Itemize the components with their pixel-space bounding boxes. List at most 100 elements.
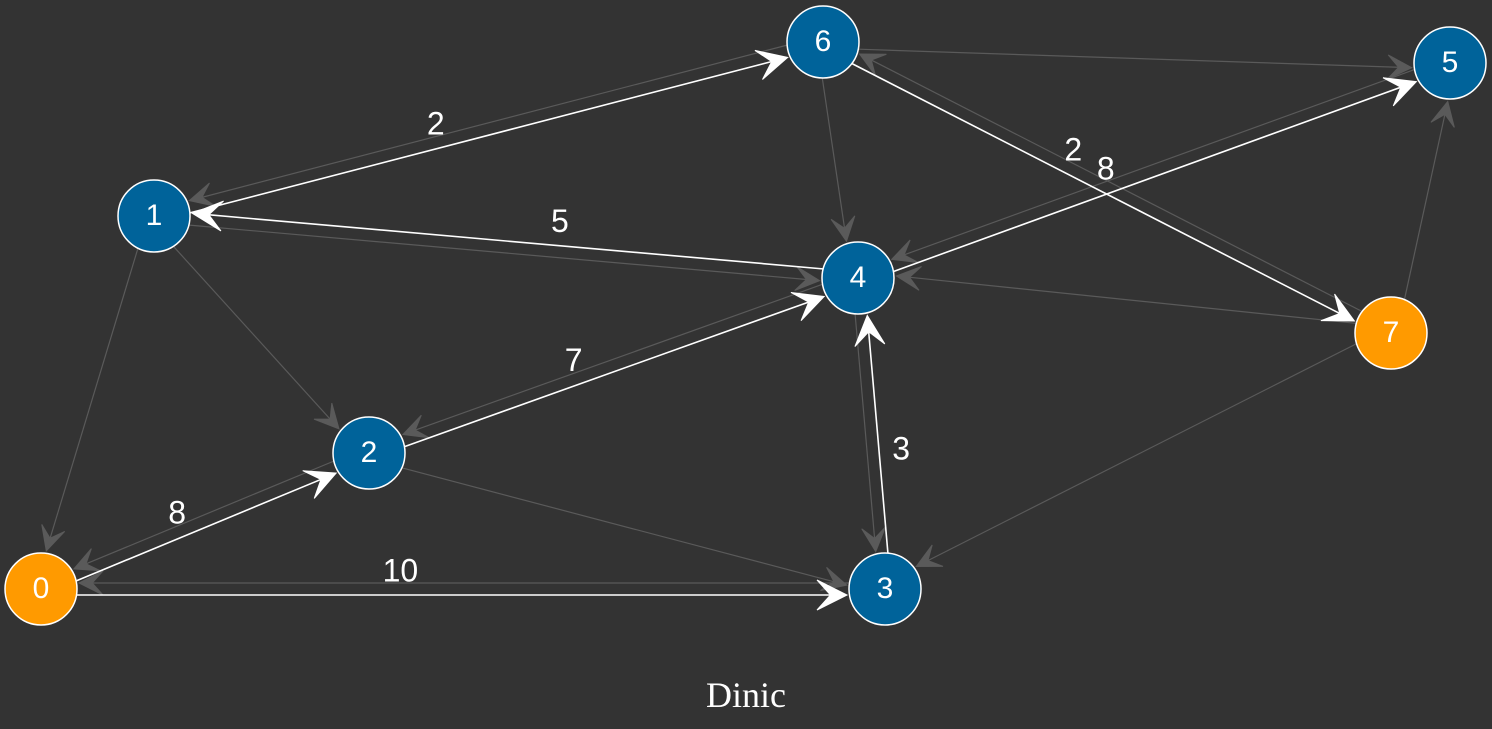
active-edges (76, 49, 1418, 611)
edge-3-to-4 (854, 314, 889, 553)
edge-line-7-5 (1403, 111, 1447, 300)
edge-4-to-2 (401, 283, 823, 439)
arrowhead-icon (861, 526, 887, 553)
arrowhead-icon (895, 265, 922, 291)
node-label-5: 5 (1442, 46, 1459, 79)
edge-1-to-0 (41, 248, 139, 552)
edge-3-to-0 (77, 570, 849, 596)
edge-line-4-5 (893, 84, 1408, 273)
edge-7-to-6 (858, 53, 1362, 312)
edge-4-to-5 (893, 77, 1418, 273)
edge-2-to-0 (72, 460, 334, 572)
edge-line-1-4 (189, 224, 810, 281)
edge-line-1-6 (190, 59, 779, 214)
arrowhead-icon (794, 266, 821, 291)
node-2[interactable]: 2 (332, 416, 406, 490)
arrowhead-icon (1430, 100, 1455, 128)
edge-4-to-1 (191, 200, 823, 270)
edge-6-to-7 (851, 63, 1356, 322)
arrowhead-icon (72, 548, 101, 572)
edge-1-to-6 (190, 49, 789, 214)
edge-line-7-4 (906, 276, 1356, 324)
node-circle-7 (1354, 296, 1428, 370)
node-7[interactable]: 7 (1354, 296, 1428, 370)
arrowhead-icon (816, 579, 849, 611)
node-1[interactable]: 1 (117, 179, 191, 253)
edge-label-4-1: 5 (551, 203, 569, 239)
edge-line-6-5 (858, 48, 1402, 68)
node-label-2: 2 (361, 436, 378, 469)
edge-6-to-4 (821, 78, 856, 243)
edge-line-6-7 (851, 63, 1346, 318)
edge-line-7-3 (924, 343, 1357, 563)
edge-line-2-3 (402, 467, 838, 584)
edge-1-to-4 (189, 224, 821, 291)
arrowhead-icon (890, 239, 919, 263)
edge-0-to-2 (76, 470, 338, 582)
edge-label-1-6: 2 (427, 106, 445, 142)
node-4[interactable]: 4 (821, 241, 895, 315)
arrowhead-icon (854, 314, 886, 347)
node-circle-5 (1413, 26, 1487, 100)
node-circle-3 (848, 552, 922, 626)
arrowhead-icon (188, 182, 216, 207)
edge-label-3-4: 3 (892, 431, 910, 467)
edge-1-to-2 (173, 246, 340, 430)
edge-7-to-5 (1403, 100, 1455, 300)
edge-label-6-7: 2 (1064, 132, 1082, 168)
edge-label-0-2: 8 (168, 495, 186, 531)
node-circle-6 (786, 5, 860, 79)
node-circle-4 (821, 241, 895, 315)
node-circle-0 (4, 552, 78, 626)
arrowhead-icon (401, 414, 430, 439)
arrowhead-icon (302, 470, 338, 499)
arrowhead-icon (915, 544, 944, 567)
edge-line-7-6 (868, 58, 1362, 312)
edge-line-2-4 (404, 299, 816, 448)
arrowhead-icon (790, 291, 826, 322)
arrowhead-icon (1320, 293, 1356, 322)
node-5[interactable]: 5 (1413, 26, 1487, 100)
edge-line-0-2 (76, 476, 328, 582)
arrowhead-icon (830, 215, 856, 243)
arrowhead-icon (754, 49, 789, 80)
edge-line-5-4 (900, 69, 1415, 257)
node-label-3: 3 (877, 572, 894, 605)
node-label-7: 7 (1383, 316, 1400, 349)
edge-line-6-1 (198, 44, 787, 199)
node-label-1: 1 (146, 199, 163, 232)
arrowhead-icon (1387, 54, 1413, 80)
arrowhead-icon (858, 53, 887, 76)
edge-line-4-2 (411, 283, 823, 432)
edge-6-to-5 (858, 48, 1413, 80)
graph-nodes: 0 1 2 3 4 5 6 7 (4, 5, 1487, 626)
edge-line-6-4 (821, 78, 846, 232)
node-0[interactable]: 0 (4, 552, 78, 626)
edge-line-1-0 (48, 248, 139, 542)
edge-0-to-3 (77, 579, 849, 611)
edge-line-4-3 (854, 314, 876, 542)
edge-6-to-1 (188, 44, 787, 207)
arrowhead-icon (191, 200, 224, 232)
edge-line-3-4 (867, 325, 889, 553)
edge-7-to-4 (895, 265, 1356, 324)
arrowhead-icon (313, 402, 340, 430)
diagram-caption: Dinic (706, 675, 786, 715)
edge-5-to-4 (890, 69, 1415, 263)
edge-7-to-3 (915, 343, 1357, 567)
node-label-0: 0 (33, 572, 50, 605)
edge-2-to-4 (404, 291, 826, 448)
node-label-4: 4 (850, 261, 867, 294)
node-circle-2 (332, 416, 406, 490)
node-3[interactable]: 3 (848, 552, 922, 626)
node-6[interactable]: 6 (786, 5, 860, 79)
arrowhead-icon (1382, 77, 1418, 107)
edge-line-4-1 (202, 213, 823, 270)
edge-4-to-3 (854, 314, 887, 553)
arrowhead-icon (41, 524, 66, 552)
inactive-edges (41, 44, 1455, 596)
arrowhead-icon (77, 570, 104, 596)
